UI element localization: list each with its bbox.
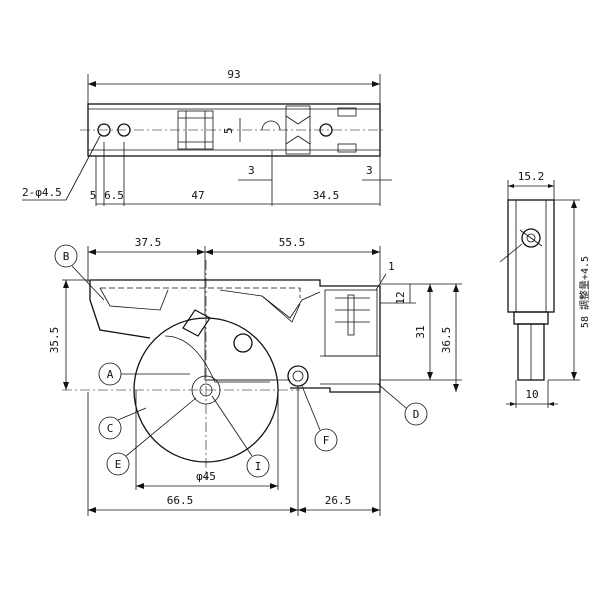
svg-text:F: F <box>323 434 330 447</box>
dim-66-5: 66.5 <box>167 494 194 507</box>
dim-total: 93 <box>227 68 240 81</box>
dim-wheel: φ45 <box>196 470 216 483</box>
dim-3-right: 3 <box>366 164 373 177</box>
dim-47: 47 <box>191 189 204 202</box>
callout-f: F <box>301 385 338 452</box>
top-view: 93 5 5 6.5 47 34.5 <box>22 68 392 206</box>
dim-10: 10 <box>525 388 538 401</box>
dim-12: 12 <box>394 291 407 304</box>
dim-55-5: 55.5 <box>279 236 306 249</box>
dim-58: 58 調整量+4.5 <box>578 256 591 328</box>
dim-34-5: 34.5 <box>313 189 340 202</box>
callout-c: C <box>98 407 147 440</box>
svg-text:I: I <box>255 460 262 473</box>
svg-text:A: A <box>107 368 114 381</box>
dim-6-5: 6.5 <box>104 189 124 202</box>
dim-37-5: 37.5 <box>135 236 162 249</box>
dim-26-5: 26.5 <box>325 494 352 507</box>
front-view: 37.5 55.5 35.5 <box>48 236 462 516</box>
dim-35-5: 35.5 <box>48 327 61 354</box>
dim-top-5: 5 <box>222 127 235 134</box>
callout-a: A <box>98 362 190 386</box>
callout-b: B <box>54 244 105 301</box>
svg-text:C: C <box>107 422 114 435</box>
callout-e: E <box>106 397 197 476</box>
dim-36-5: 36.5 <box>440 327 453 354</box>
side-view: 15.2 58 調整量+4.5 10 <box>499 170 591 408</box>
dim-15-2: 15.2 <box>518 170 545 183</box>
dim-hole: 2-φ4.5 <box>22 186 62 199</box>
dim-31: 31 <box>414 325 427 338</box>
dim-5: 5 <box>90 189 97 202</box>
svg-text:B: B <box>63 250 70 263</box>
dim-top-small: 1 <box>388 260 395 273</box>
dim-3-left: 3 <box>248 164 255 177</box>
svg-text:D: D <box>413 408 420 421</box>
callout-i: I <box>211 395 270 478</box>
callout-d: D <box>377 383 428 426</box>
svg-text:E: E <box>115 458 122 471</box>
